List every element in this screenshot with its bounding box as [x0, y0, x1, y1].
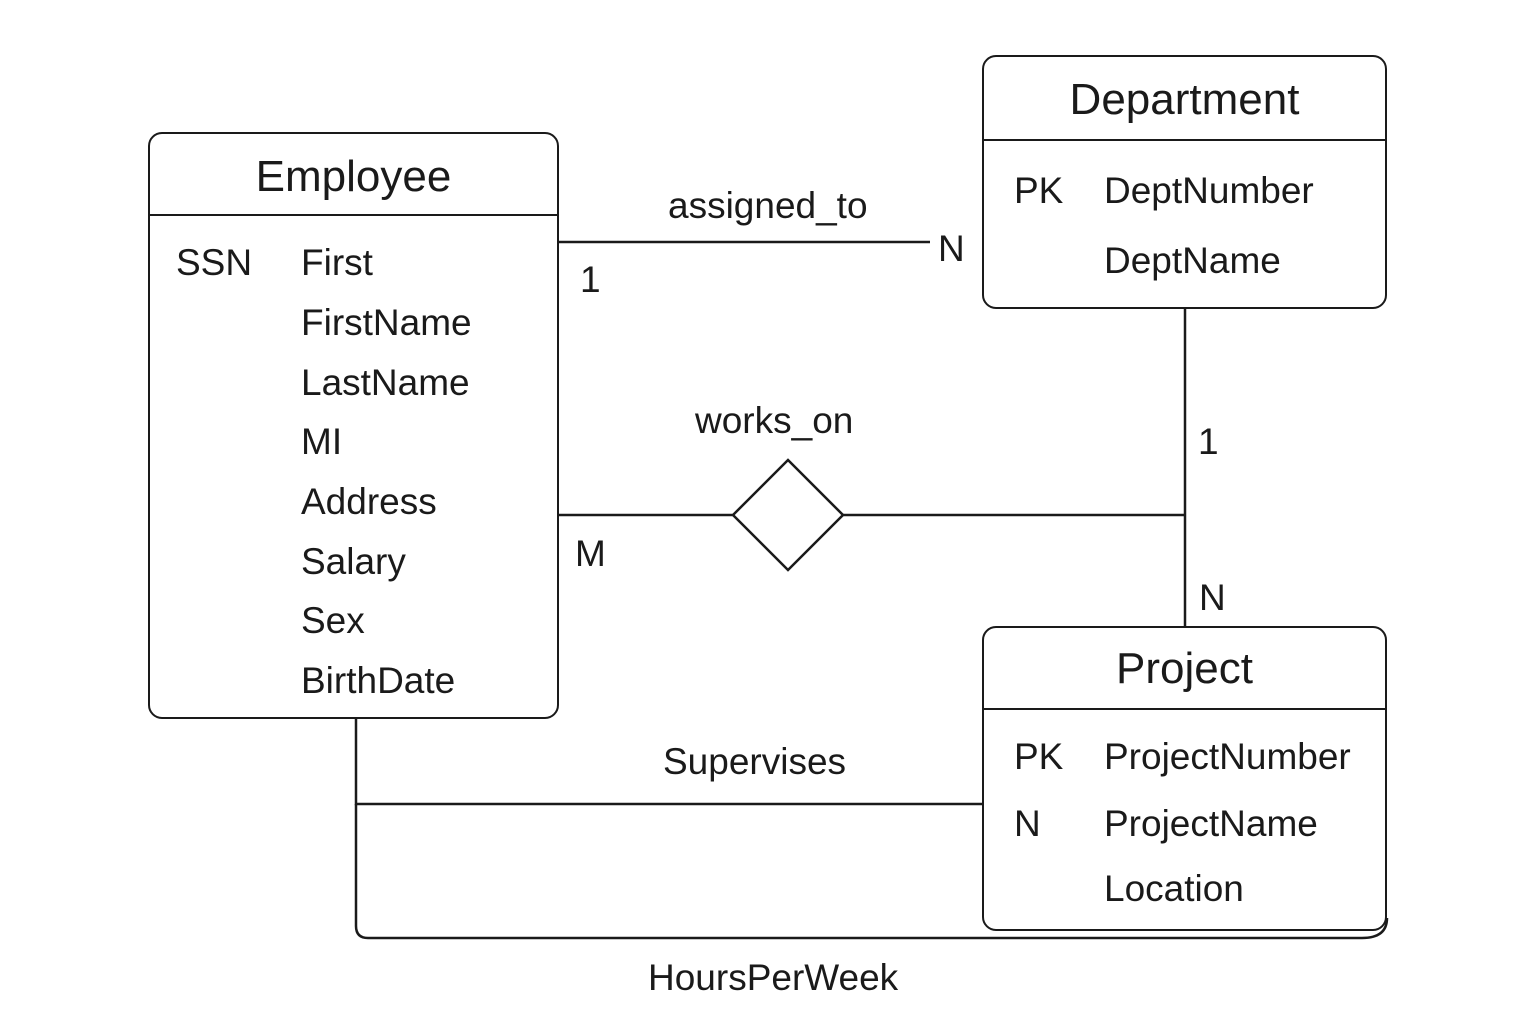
assigned-to-card-department: N — [938, 228, 965, 269]
department-attr-deptnumber: DeptNumber — [1104, 170, 1314, 211]
works-on-label: works_on — [695, 400, 854, 441]
department-attr-deptname: DeptName — [1104, 240, 1281, 281]
hours-per-week-label: HoursPerWeek — [648, 957, 899, 998]
project-divider — [984, 708, 1385, 710]
works-on-diamond — [731, 458, 845, 572]
supervises-label: Supervises — [663, 741, 847, 782]
employee-attr-lastname: LastName — [301, 362, 470, 403]
project-attr-projectname: ProjectName — [1104, 803, 1318, 844]
hours-per-week-line — [354, 804, 1389, 940]
employee-divider — [150, 214, 557, 216]
project-pk-label: PK — [1014, 736, 1064, 777]
employee-attr-salary: Salary — [301, 541, 406, 582]
department-pk-label: PK — [1014, 170, 1064, 211]
employee-attr-first: First — [301, 242, 373, 283]
employee-entity: Employee SSN First FirstName LastName MI… — [148, 132, 559, 719]
department-title: Department — [1069, 75, 1300, 124]
assigned-to-card-employee: 1 — [580, 259, 601, 300]
employee-attr-mi: MI — [301, 421, 343, 462]
works-on-card-employee: M — [575, 533, 606, 574]
employee-attr-firstname: FirstName — [301, 302, 472, 343]
project-entity: Project PK ProjectNumber N ProjectName L… — [982, 626, 1387, 931]
department-divider — [984, 139, 1385, 141]
assigned-to-label: assigned_to — [668, 185, 868, 226]
project-attr-projectnumber: ProjectNumber — [1104, 736, 1351, 777]
project-n-label: N — [1014, 803, 1041, 844]
works-on-card-project: N — [1199, 577, 1226, 618]
employee-attr-address: Address — [301, 481, 437, 522]
employee-attr-sex: Sex — [301, 600, 365, 641]
works-on-card-department: 1 — [1198, 421, 1219, 462]
employee-key-label: SSN — [176, 242, 253, 283]
employee-attr-birthdate: BirthDate — [301, 660, 456, 701]
employee-title: Employee — [255, 152, 452, 201]
project-title: Project — [1116, 644, 1253, 693]
department-entity: Department PK DeptNumber DeptName — [982, 55, 1387, 309]
project-attr-location: Location — [1104, 868, 1244, 909]
